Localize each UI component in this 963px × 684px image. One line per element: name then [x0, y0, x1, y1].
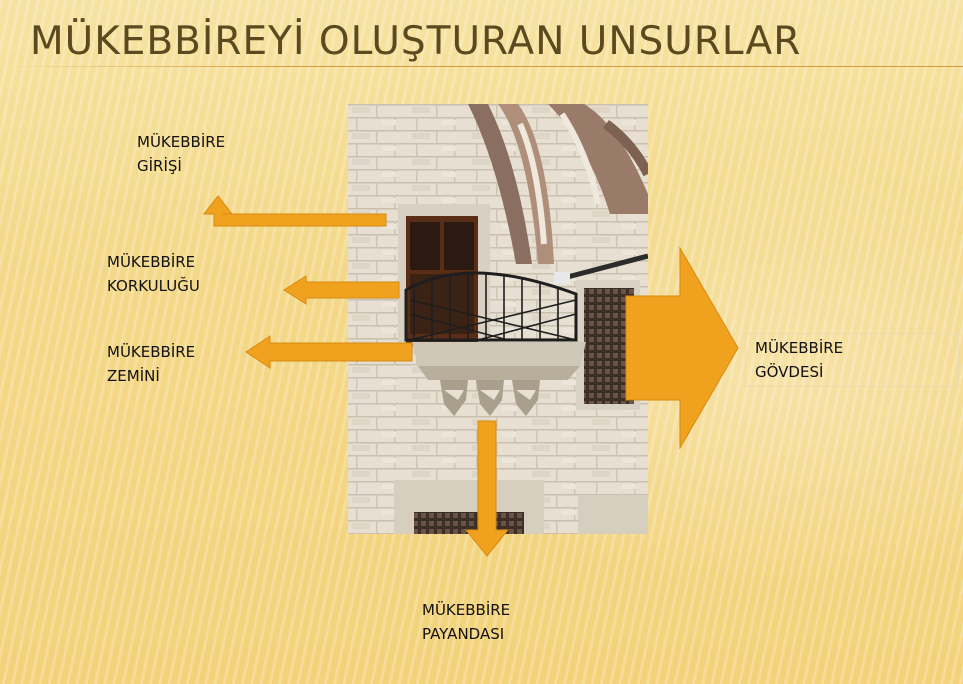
label-mukebbire-payandasi: MÜKEBBİRE PAYANDASI — [422, 598, 510, 646]
title-rule — [0, 66, 963, 67]
label-mukebbire-govdesi: MÜKEBBİRE GÖVDESİ — [745, 333, 959, 387]
label-korkulugu-line1: MÜKEBBİRE — [107, 253, 196, 271]
label-govdesi-line2: GÖVDESİ — [755, 363, 824, 381]
balcony-photo — [348, 104, 648, 534]
label-govdesi-line1: MÜKEBBİRE — [755, 339, 844, 357]
label-payandasi-line2: PAYANDASI — [422, 625, 505, 643]
label-girisi-line1: MÜKEBBİRE — [137, 133, 226, 151]
label-korkulugu-line2: KORKULUĞU — [107, 277, 200, 295]
label-zemini-line1: MÜKEBBİRE — [107, 343, 196, 361]
slide-title: MÜKEBBİREYİ OLUŞTURAN UNSURLAR — [30, 19, 802, 64]
label-zemini-line2: ZEMİNİ — [107, 367, 160, 385]
label-mukebbire-korkulugu: MÜKEBBİRE KORKULUĞU — [107, 250, 200, 298]
label-mukebbire-zemini: MÜKEBBİRE ZEMİNİ — [107, 340, 195, 388]
label-payandasi-line1: MÜKEBBİRE — [422, 601, 511, 619]
label-girisi-line2: GİRİŞİ — [137, 157, 182, 175]
label-mukebbire-girisi: MÜKEBBİRE GİRİŞİ — [137, 130, 225, 178]
